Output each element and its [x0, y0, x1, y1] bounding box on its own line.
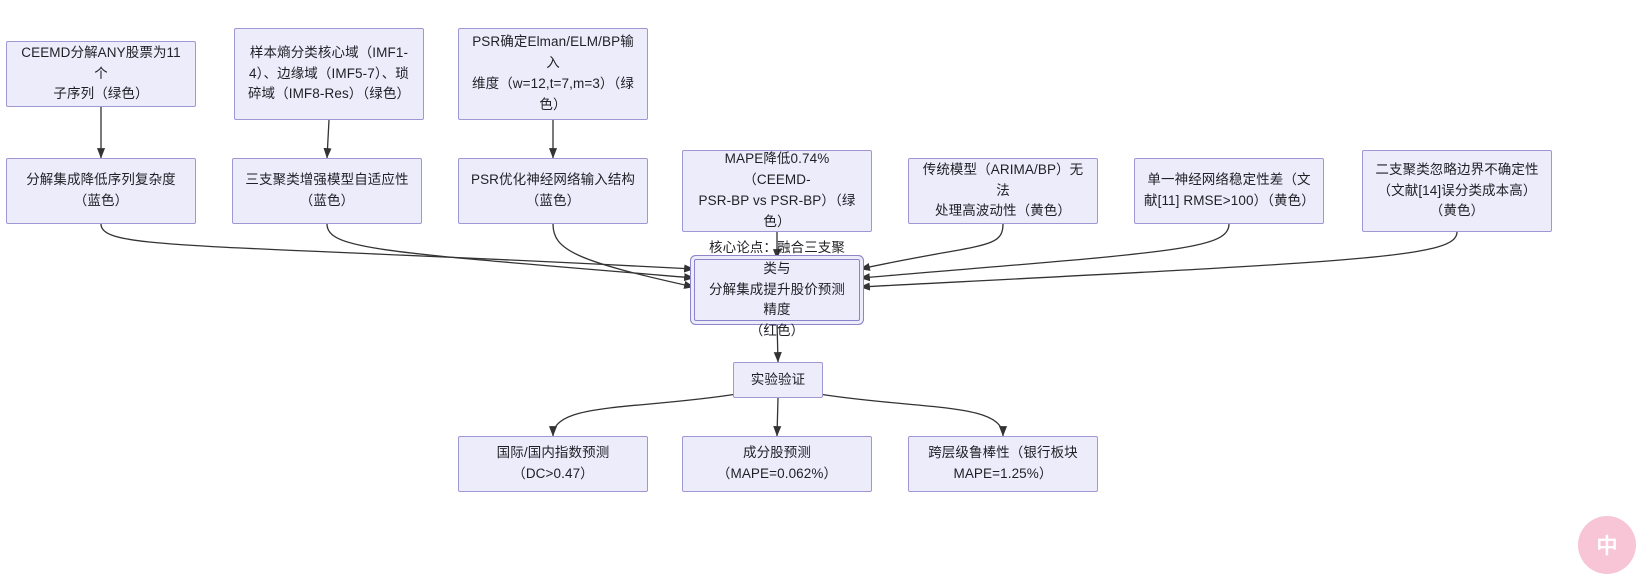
node-sample-entropy-classification[interactable]: 样本熵分类核心域（IMF1- 4）、边缘域（IMF5-7）、琐 碎域（IMF8-…: [234, 28, 424, 120]
node-core-thesis[interactable]: 核心论点：融合三支聚类与 分解集成提升股价预测精度 （红色）: [694, 259, 860, 321]
node-ceemd-decompose[interactable]: CEEMD分解ANY股票为11个 子序列（绿色）: [6, 41, 196, 107]
edge-exp-to-r1: [553, 394, 737, 436]
watermark-badge: 中: [1578, 516, 1636, 574]
node-two-way-clustering-limitation[interactable]: 二支聚类忽略边界不确定性 （文献[14]误分类成本高） （黄色）: [1362, 150, 1552, 232]
node-cross-level-robustness-result[interactable]: 跨层级鲁棒性（银行板块 MAPE=1.25%）: [908, 436, 1098, 492]
node-traditional-model-limitation[interactable]: 传统模型（ARIMA/BP）无法 处理高波动性（黄色）: [908, 158, 1098, 224]
edge-exp-to-r2: [777, 398, 778, 436]
node-three-way-clustering-adaptivity[interactable]: 三支聚类增强模型自适应性 （蓝色）: [232, 158, 422, 224]
edge-n4-to-core: [101, 224, 694, 269]
node-index-forecast-result[interactable]: 国际/国内指数预测 （DC>0.47）: [458, 436, 648, 492]
edge-n9-to-core: [860, 224, 1229, 278]
node-constituent-stock-result[interactable]: 成分股预测 （MAPE=0.062%）: [682, 436, 872, 492]
node-mape-reduction[interactable]: MAPE降低0.74%（CEEMD- PSR-BP vs PSR-BP）（绿 色…: [682, 150, 872, 232]
edge-exp-to-r3: [819, 394, 1003, 436]
node-psr-optimizes-nn-input[interactable]: PSR优化神经网络输入结构 （蓝色）: [458, 158, 648, 224]
node-psr-input-dimension[interactable]: PSR确定Elman/ELM/BP输入 维度（w=12,t=7,m=3）（绿 色…: [458, 28, 648, 120]
edge-n6-to-core: [553, 224, 694, 287]
node-experimental-validation[interactable]: 实验验证: [733, 362, 823, 398]
node-single-nn-instability[interactable]: 单一神经网络稳定性差（文 献[11] RMSE>100）（黄色）: [1134, 158, 1324, 224]
edge-n10-to-core: [860, 232, 1457, 287]
edge-n2-to-n5: [327, 120, 329, 158]
watermark-text: 中: [1597, 530, 1618, 560]
node-decomposition-reduces-complexity[interactable]: 分解集成降低序列复杂度 （蓝色）: [6, 158, 196, 224]
edge-n8-to-core: [860, 224, 1003, 269]
edge-n5-to-core: [327, 224, 694, 278]
